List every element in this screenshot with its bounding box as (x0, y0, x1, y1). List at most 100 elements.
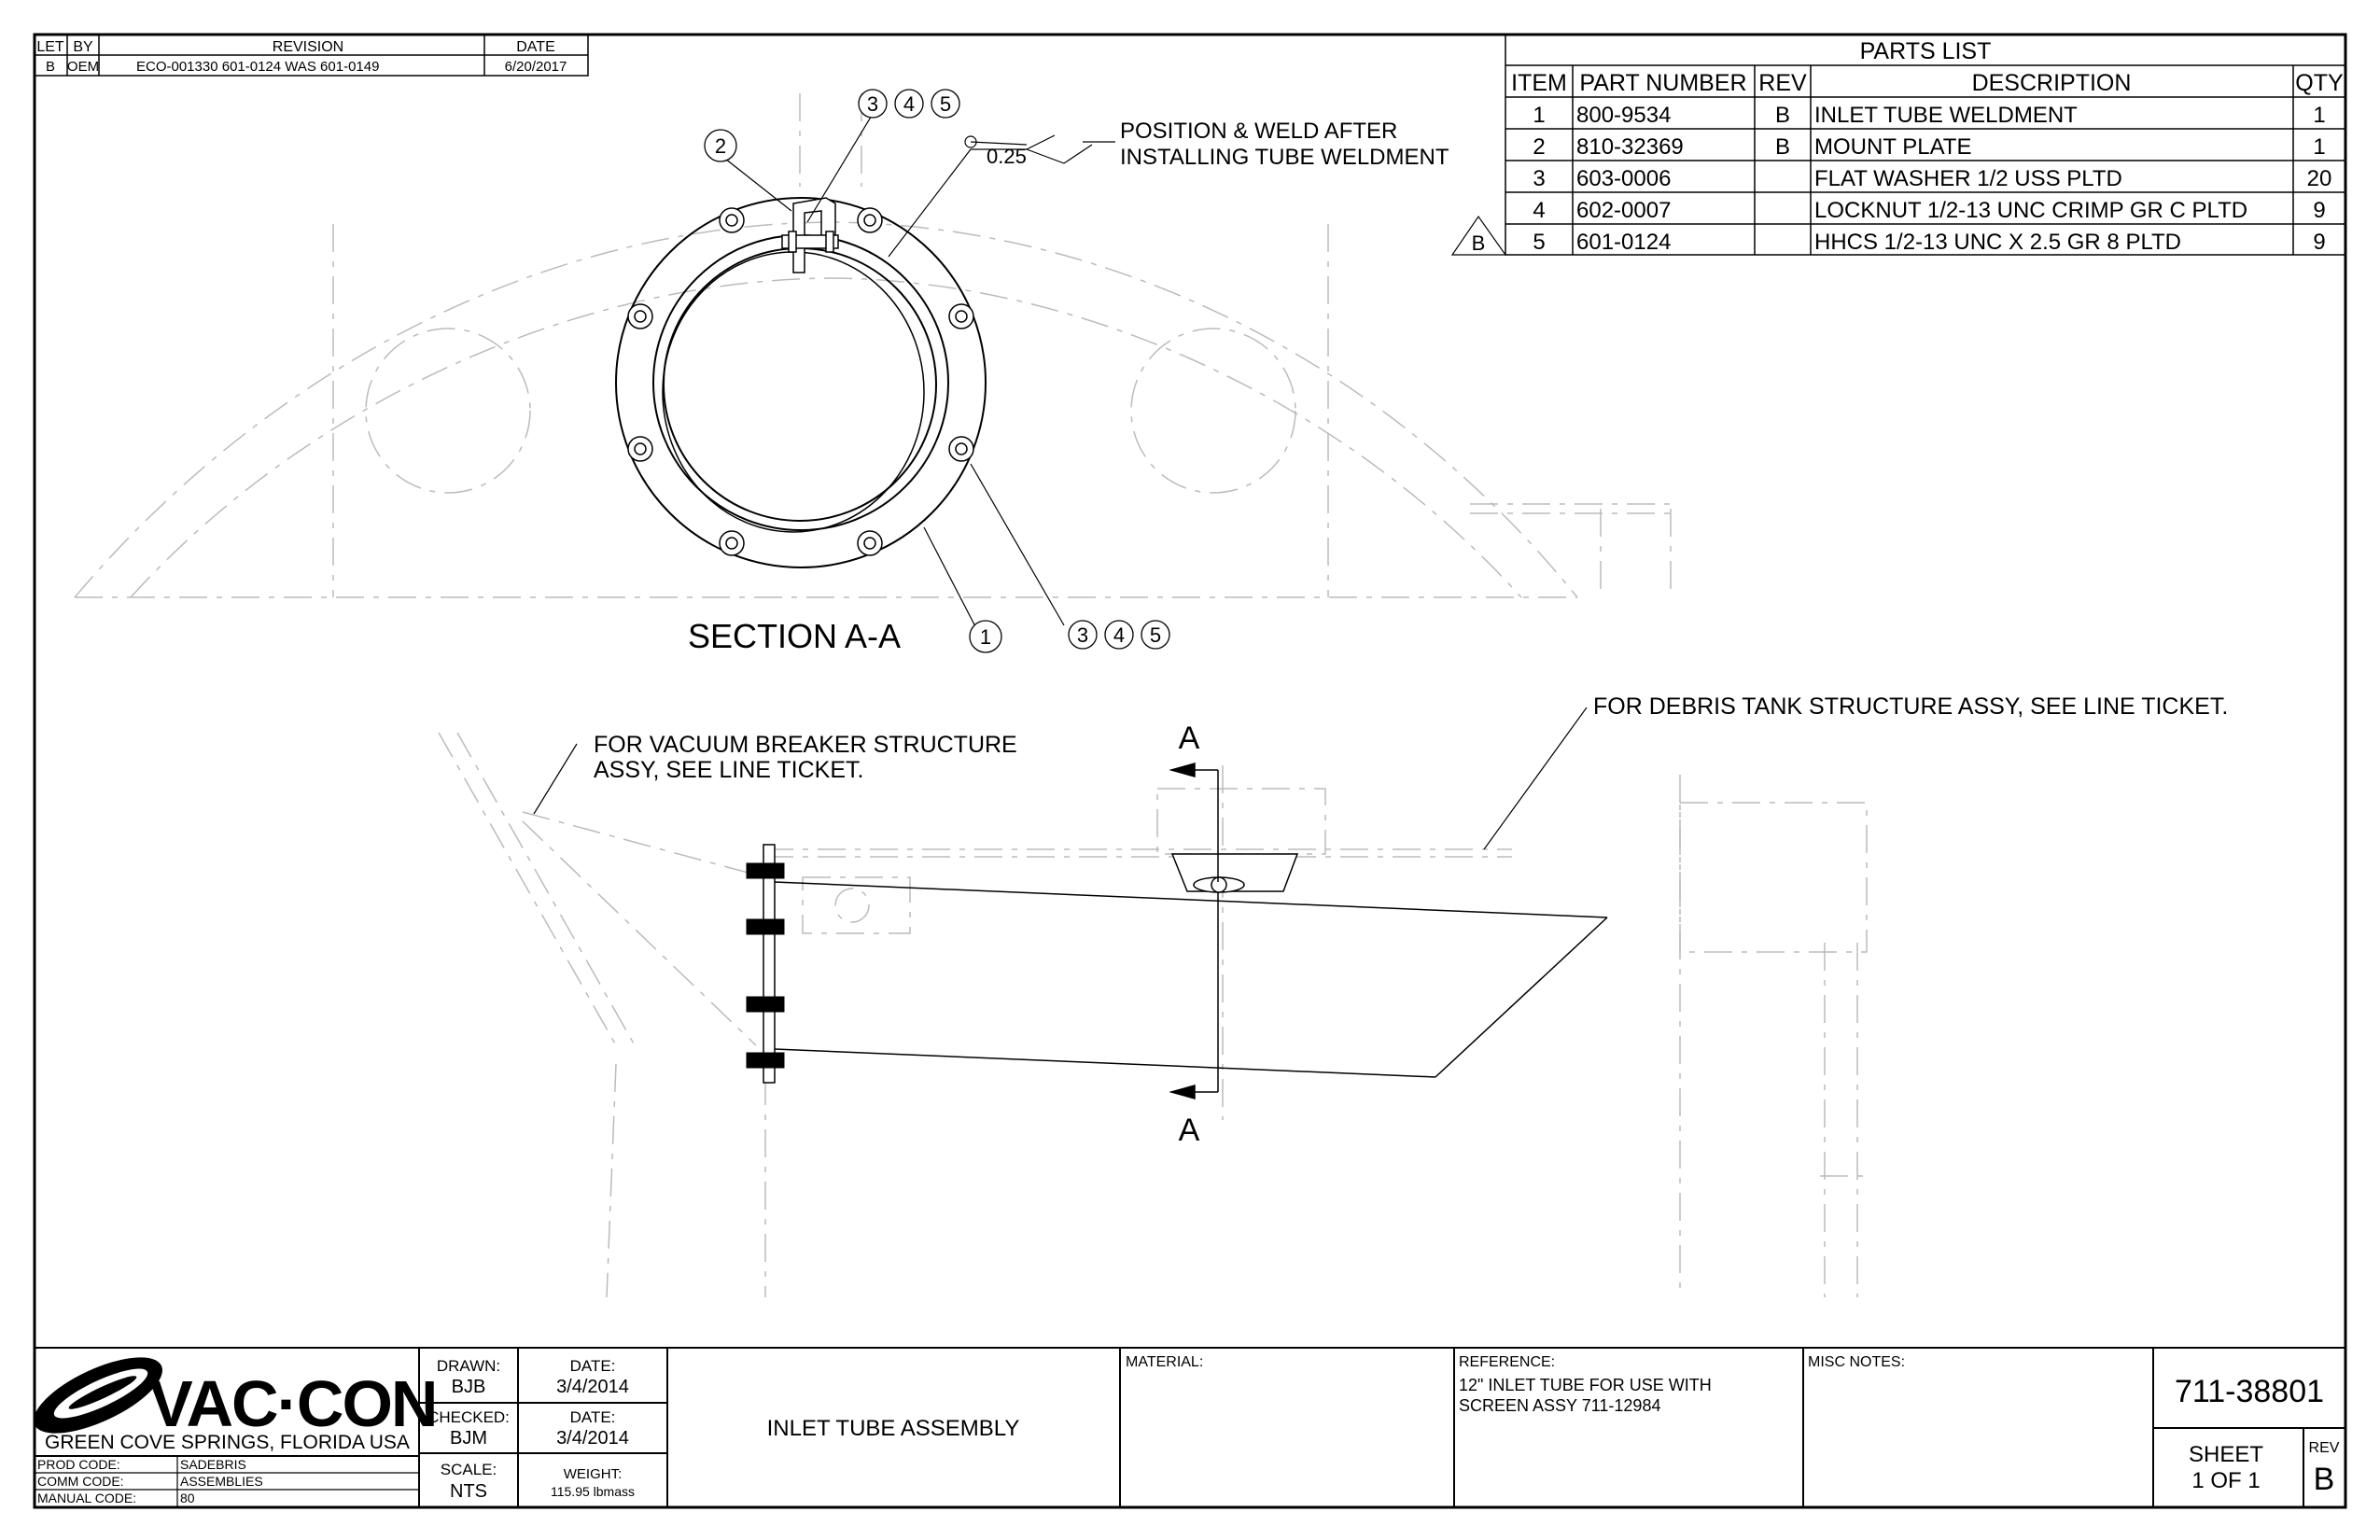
reference-line1: 12" INLET TUBE FOR USE WITH (1459, 1376, 1712, 1394)
checked-label: CHECKED: (427, 1408, 510, 1426)
rev-header-revision: REVISION (273, 39, 343, 55)
parts-description: FLAT WASHER 1/2 USS PLTD (1814, 166, 2122, 191)
balloon-1-circle (969, 620, 1002, 653)
weld-symbol-line (970, 141, 1028, 146)
balloon-5: 5 (1150, 623, 1161, 647)
drawing-title: INLET TUBE ASSEMBLY (767, 1416, 1020, 1441)
parts-description: INLET TUBE WELDMENT (1814, 103, 2078, 128)
scale-label: SCALE: (441, 1461, 497, 1478)
title-block-grid (35, 1347, 2345, 1507)
parts-item: 1 (1533, 103, 1545, 128)
cut-label-top: A (1179, 721, 1200, 756)
mount-plate-side (763, 844, 776, 1084)
side-bolts (746, 862, 785, 1069)
sheet-label: SHEET (2189, 1442, 2263, 1467)
parts-rev: B (1775, 134, 1790, 160)
parts-header-description: DESCRIPTION (1972, 70, 2132, 96)
parts-item: 2 (1533, 134, 1545, 160)
manual-code-label: MANUAL CODE: (37, 1491, 136, 1505)
parts-list-grid (1450, 34, 2346, 256)
parts-qty: 20 (2307, 166, 2332, 191)
inlet-tube-side (774, 881, 1608, 1092)
checked-date: 3/4/2014 (556, 1428, 629, 1449)
parts-item: 5 (1533, 230, 1545, 255)
parts-rev: B (1775, 103, 1790, 128)
mount-plate-bracket (781, 197, 839, 273)
weld-note-line2: INSTALLING TUBE WELDMENT (1120, 145, 1449, 170)
logo-text: VAC·CON (149, 1367, 436, 1440)
balloon-group-top (858, 89, 960, 119)
phantom-structures (438, 732, 1868, 1298)
vaccon-logo: VAC·CON (34, 1357, 438, 1440)
drawn-label: DRAWN: (437, 1357, 500, 1375)
note-debris: FOR DEBRIS TANK STRUCTURE ASSY, SEE LINE… (1593, 693, 2228, 720)
parts-row: 1 800-9534 B INLET TUBE WELDMENT 1 (1533, 103, 2325, 128)
rev-date: 6/20/2017 (505, 59, 567, 75)
balloon-4: 4 (1113, 623, 1125, 647)
balloon-3: 3 (1077, 623, 1088, 647)
reference-line2: SCREEN ASSY 711-12984 (1459, 1396, 1660, 1415)
sheet-border (33, 33, 2347, 1509)
parts-row: 4 602-0007 LOCKNUT 1/2-13 UNC CRIMP GR C… (1533, 198, 2325, 223)
misc-notes-label: MISC NOTES: (1808, 1354, 1905, 1370)
rev-flag-letter: B (1472, 231, 1486, 255)
rev-letter: B (46, 59, 55, 75)
rev-header-let: LET (36, 39, 64, 55)
cut-label-bottom: A (1179, 1113, 1200, 1148)
comm-code-label: COMM CODE: (37, 1474, 124, 1489)
prod-code: SADEBRIS (180, 1457, 246, 1472)
parts-item: 4 (1533, 198, 1545, 223)
section-title: SECTION A-A (688, 617, 901, 655)
parts-header-part-number: PART NUMBER (1579, 70, 1746, 96)
manual-code: 80 (180, 1491, 195, 1505)
scale-value: NTS (450, 1481, 487, 1502)
parts-qty: 1 (2313, 103, 2325, 128)
balloon-1: 1 (980, 625, 991, 649)
rev-label: REV (2309, 1440, 2340, 1456)
phantom-tank-outline (74, 93, 1672, 598)
drawn-by: BJB (452, 1377, 486, 1397)
balloon-3: 3 (867, 92, 878, 116)
weight-value: 115.95 lbmass (551, 1484, 635, 1499)
rev-value: B (2314, 1462, 2335, 1497)
parts-part-number: 800-9534 (1576, 103, 1671, 128)
note-vacuum-line2: ASSY, SEE LINE TICKET. (594, 757, 863, 783)
reference-label: REFERENCE: (1459, 1354, 1555, 1370)
weight-label: WEIGHT: (564, 1466, 623, 1482)
drawing-number: 711-38801 (2175, 1374, 2324, 1409)
note-vacuum-line1: FOR VACUUM BREAKER STRUCTURE (594, 732, 1017, 758)
rev-header-by: BY (73, 39, 93, 55)
cut-line-a (1169, 763, 1219, 1099)
parts-part-number: 602-0007 (1576, 198, 1671, 223)
parts-description: LOCKNUT 1/2-13 UNC CRIMP GR C PLTD (1814, 198, 2247, 223)
drawn-date: 3/4/2014 (556, 1377, 629, 1397)
parts-qty: 1 (2313, 134, 2325, 160)
sheet-value: 1 OF 1 (2191, 1468, 2260, 1493)
parts-description: HHCS 1/2-13 UNC X 2.5 GR 8 PLTD (1814, 230, 2181, 255)
rev-header-date: DATE (516, 39, 554, 55)
weld-size: 0.25 (987, 145, 1027, 168)
side-leaders (533, 707, 1588, 850)
material-label: MATERIAL: (1126, 1354, 1203, 1370)
parts-qty: 9 (2313, 230, 2325, 255)
balloon-4: 4 (903, 92, 915, 116)
balloon-group-bottom (1068, 620, 1170, 650)
location: GREEN COVE SPRINGS, FLORIDA USA (45, 1432, 410, 1453)
parts-description: MOUNT PLATE (1814, 134, 1971, 160)
comm-code: ASSEMBLIES (180, 1474, 263, 1489)
drawn-date-label: DATE: (570, 1357, 616, 1375)
tube-clamp (1170, 853, 1299, 893)
flange-bolts (627, 207, 974, 556)
parts-qty: 9 (2313, 198, 2325, 223)
parts-item: 3 (1533, 166, 1545, 191)
parts-part-number: 810-32369 (1576, 134, 1684, 160)
parts-header-qty: QTY (2295, 70, 2344, 96)
rev-by: OEM (67, 59, 99, 75)
balloon-2-circle (704, 129, 737, 162)
balloon-2: 2 (715, 134, 726, 158)
parts-part-number: 603-0006 (1576, 166, 1671, 191)
checked-by: BJM (450, 1428, 487, 1449)
parts-header-rev: REV (1758, 70, 1807, 96)
revision-block (34, 34, 589, 77)
